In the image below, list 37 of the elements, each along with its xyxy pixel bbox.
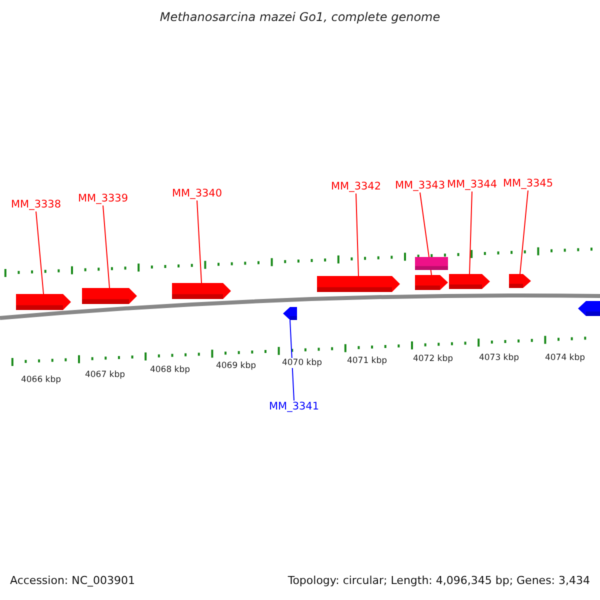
gene-feature bbox=[82, 288, 137, 304]
feature-box bbox=[415, 257, 448, 270]
gene-feature bbox=[283, 307, 297, 320]
leader-line bbox=[196, 200, 202, 284]
scale-label: 4069 kbp bbox=[216, 361, 256, 371]
scale-label: 4074 kbp bbox=[544, 353, 586, 363]
gene-feature bbox=[415, 275, 448, 290]
gene-label: MM_3341 bbox=[268, 400, 320, 414]
scale-label: 4067 kbp bbox=[84, 370, 126, 380]
gene-feature bbox=[449, 274, 490, 289]
gene-label: MM_3344 bbox=[446, 178, 498, 192]
gene-feature bbox=[578, 301, 600, 316]
gene-label: MM_3345 bbox=[502, 178, 554, 190]
leader-line bbox=[469, 191, 472, 274]
scale-label: 4070 kbp bbox=[282, 358, 322, 368]
gene-feature bbox=[16, 294, 71, 310]
gene-feature bbox=[509, 274, 531, 288]
gene-label: MM_3338 bbox=[10, 198, 62, 212]
leader-line bbox=[102, 205, 110, 288]
gene-label: MM_3340 bbox=[172, 188, 222, 200]
scale-label: 4071 kbp bbox=[346, 356, 388, 366]
genome-info-note: Topology: circular; Length: 4,096,345 bp; Genes: 3,434 bbox=[288, 574, 590, 587]
gene-feature bbox=[172, 283, 231, 299]
scale-label: 4072 kbp bbox=[412, 354, 454, 364]
leader-line bbox=[520, 190, 528, 274]
gene-feature bbox=[317, 276, 400, 292]
scale-label: 4066 kbp bbox=[20, 375, 62, 385]
diagram-title: Methanosarcina mazei Go1, complete genome bbox=[158, 10, 442, 24]
leader-line bbox=[36, 211, 44, 294]
gene-label: MM_3343 bbox=[394, 180, 446, 192]
gene-label: MM_3342 bbox=[330, 180, 382, 194]
scale-label: 4068 kbp bbox=[150, 365, 190, 375]
scale-label: 4073 kbp bbox=[478, 353, 520, 363]
leader-line bbox=[356, 193, 359, 276]
gene-label: MM_3339 bbox=[78, 192, 128, 206]
leader-line bbox=[290, 320, 294, 401]
accession-note: Accession: NC_003901 bbox=[10, 574, 136, 587]
